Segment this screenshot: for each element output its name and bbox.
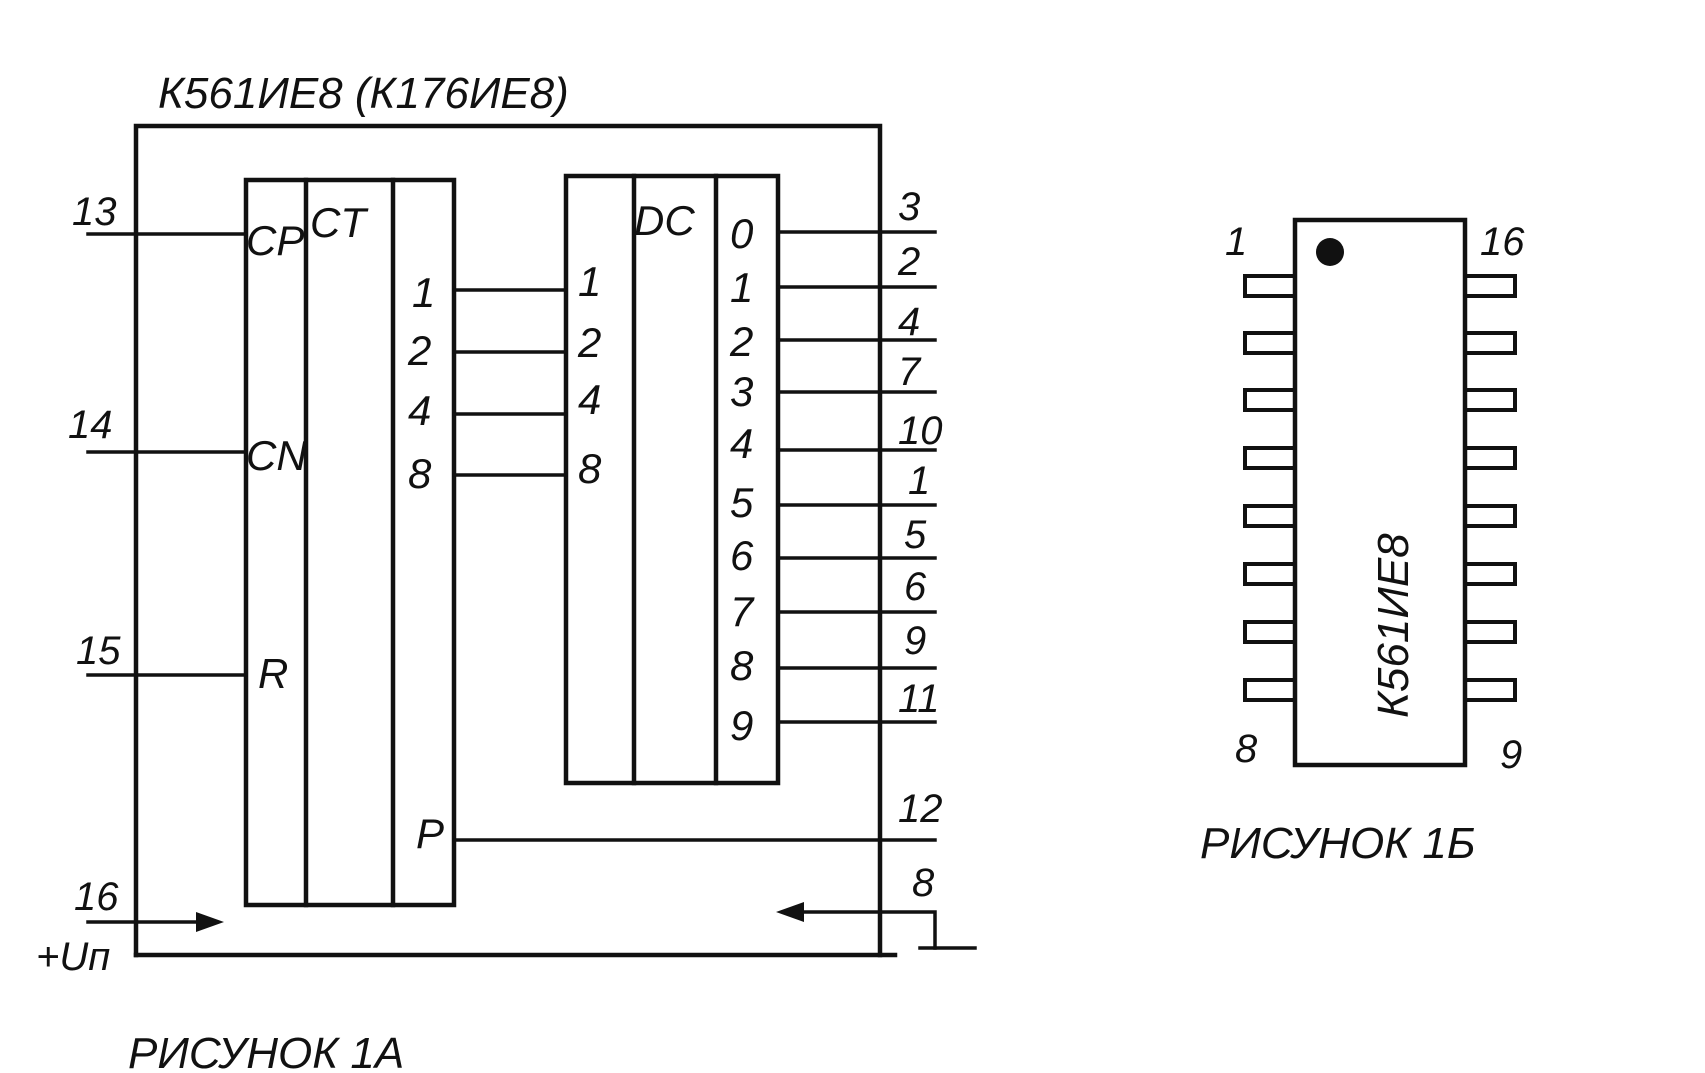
chip-marking: К561ИЕ8 [1369,533,1418,718]
cp-label: CP [246,217,304,264]
pin-number: 10 [898,409,943,453]
dip-pin [1243,331,1299,355]
decoder-output-label: 1 [730,264,753,311]
power-label: +Uп [36,935,110,979]
dip-pin [1461,388,1517,412]
decoder-input-label: 1 [578,258,601,305]
pin-number: 2 [897,240,920,284]
pin-number: 8 [912,861,935,905]
decoder-block: DC 1 2 4 8 0 1 2 3 4 5 6 7 8 9 [563,173,781,786]
ct-label: CT [310,199,369,246]
caption-1b: РИСУНОК 1Б [1200,819,1476,868]
chip-title: К561ИЕ8 (К176ИЕ8) [158,69,569,118]
r-label: R [258,650,288,697]
pin-number: 16 [74,875,119,919]
figure-1b: К561ИЕ8 1 16 8 9 РИСУНОК 1Б [1200,217,1525,868]
dip-pin [1243,620,1299,644]
power-in-arrow-icon [196,912,224,932]
decoder-output-label: 4 [730,420,753,467]
counter-block: CP CT CN R P 1 2 4 8 [243,177,457,908]
package-frame [133,123,883,958]
left-pin-lines [86,232,248,932]
dip-package-body [1292,217,1468,768]
pin-number: 12 [898,787,943,831]
pin-number: 5 [904,513,927,557]
pin-number: 4 [898,300,920,344]
pin-number: 11 [898,677,940,721]
dip-pin [1461,620,1517,644]
ground-connection [776,902,977,950]
counter-output-label: 2 [407,327,431,374]
counter-output-label: 1 [412,269,435,316]
decoder-output-label: 8 [730,642,754,689]
pin-number: 9 [904,619,926,663]
cn-label: CN [246,432,307,479]
decoder-output-label: 2 [729,318,753,365]
dip-pin [1461,331,1517,355]
dip-right-pins [1461,274,1517,702]
pin-number: 13 [72,190,117,234]
dip-pin [1243,562,1299,586]
dip-pin [1461,446,1517,470]
dip-pin [1243,504,1299,528]
decoder-output-lines [776,230,937,724]
pin-number: 3 [898,185,920,229]
pin-number: 15 [76,629,121,673]
pin-number: 9 [1500,733,1522,777]
caption-1a: РИСУНОК 1А [128,1029,404,1073]
dc-label: DC [634,197,695,244]
decoder-output-label: 9 [730,702,753,749]
counter-decoder-bus [452,288,568,477]
decoder-output-label: 7 [730,588,755,635]
decoder-output-label: 5 [730,479,754,526]
decoder-input-label: 4 [578,376,601,423]
dip-pin [1461,678,1517,702]
dip-pin [1461,504,1517,528]
p-label: P [416,810,444,857]
dip-pin [1461,562,1517,586]
counter-output-label: 8 [408,450,432,497]
pin-number: 16 [1480,220,1525,264]
ground-arrow-icon [776,902,804,922]
decoder-output-label: 0 [730,210,754,257]
pin-number: 14 [68,403,113,447]
pin-number: 1 [1225,220,1247,264]
pin-number: 1 [908,459,930,503]
pin-number: 6 [904,565,927,609]
dip-left-pins [1243,274,1299,702]
decoder-input-label: 8 [578,445,602,492]
decoder-output-label: 6 [730,532,754,579]
dip-pin [1243,446,1299,470]
pin-number: 7 [898,350,922,394]
dip-pin [1243,678,1299,702]
figure-1a: К561ИЕ8 (К176ИЕ8) CP CT CN R P 1 2 4 8 D… [36,69,977,1073]
pin1-key-dot [1316,238,1344,266]
decoder-input-label: 2 [577,319,601,366]
pin-number: 8 [1235,727,1258,771]
decoder-output-label: 3 [730,368,753,415]
dip-pin [1461,274,1517,298]
counter-output-label: 4 [408,387,431,434]
dip-pin [1243,274,1299,298]
dip-pin [1243,388,1299,412]
decoder-output-pin-numbers: 3 2 4 7 10 1 5 6 9 11 [897,185,943,721]
decoder-output-labels: 0 1 2 3 4 5 6 7 8 9 [729,210,755,749]
